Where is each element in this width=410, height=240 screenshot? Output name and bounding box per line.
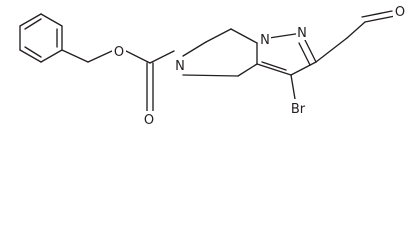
bond: [346, 21, 366, 39]
bond: [19, 13, 42, 27]
atom-o-ester: O: [114, 45, 124, 60]
bond: [40, 13, 63, 27]
atom-n-pyrazole-2: N: [297, 26, 307, 41]
bond: [290, 74, 296, 100]
benzene-ring: [19, 13, 63, 63]
bond: [290, 61, 317, 76]
bond: [182, 74, 239, 77]
atom-n-pyrazole-1: N: [260, 33, 270, 48]
bond: [364, 15, 396, 23]
double-bond: [261, 61, 287, 71]
bond: [205, 28, 232, 43]
double-bond: [256, 63, 292, 76]
atom-br: Br: [291, 102, 306, 117]
bond: [125, 50, 151, 64]
atom-o-carbonyl: O: [144, 113, 154, 128]
double-bond: [304, 39, 317, 63]
bond: [237, 63, 258, 77]
atom-o-aldehyde: O: [395, 5, 405, 20]
bond: [87, 50, 113, 63]
bond: [315, 37, 348, 63]
bond: [61, 49, 89, 63]
aromatic-bond: [24, 46, 42, 58]
chemical-structure: O N O N N Br O: [19, 3, 407, 128]
bond: [19, 49, 42, 63]
bond: [230, 28, 258, 44]
double-bond: [361, 10, 393, 18]
bond: [149, 50, 175, 64]
atom-n-ring: N: [175, 59, 185, 74]
aromatic-bond: [24, 18, 42, 30]
double-bond: [298, 42, 311, 66]
bond: [182, 41, 207, 57]
bond: [40, 49, 63, 63]
